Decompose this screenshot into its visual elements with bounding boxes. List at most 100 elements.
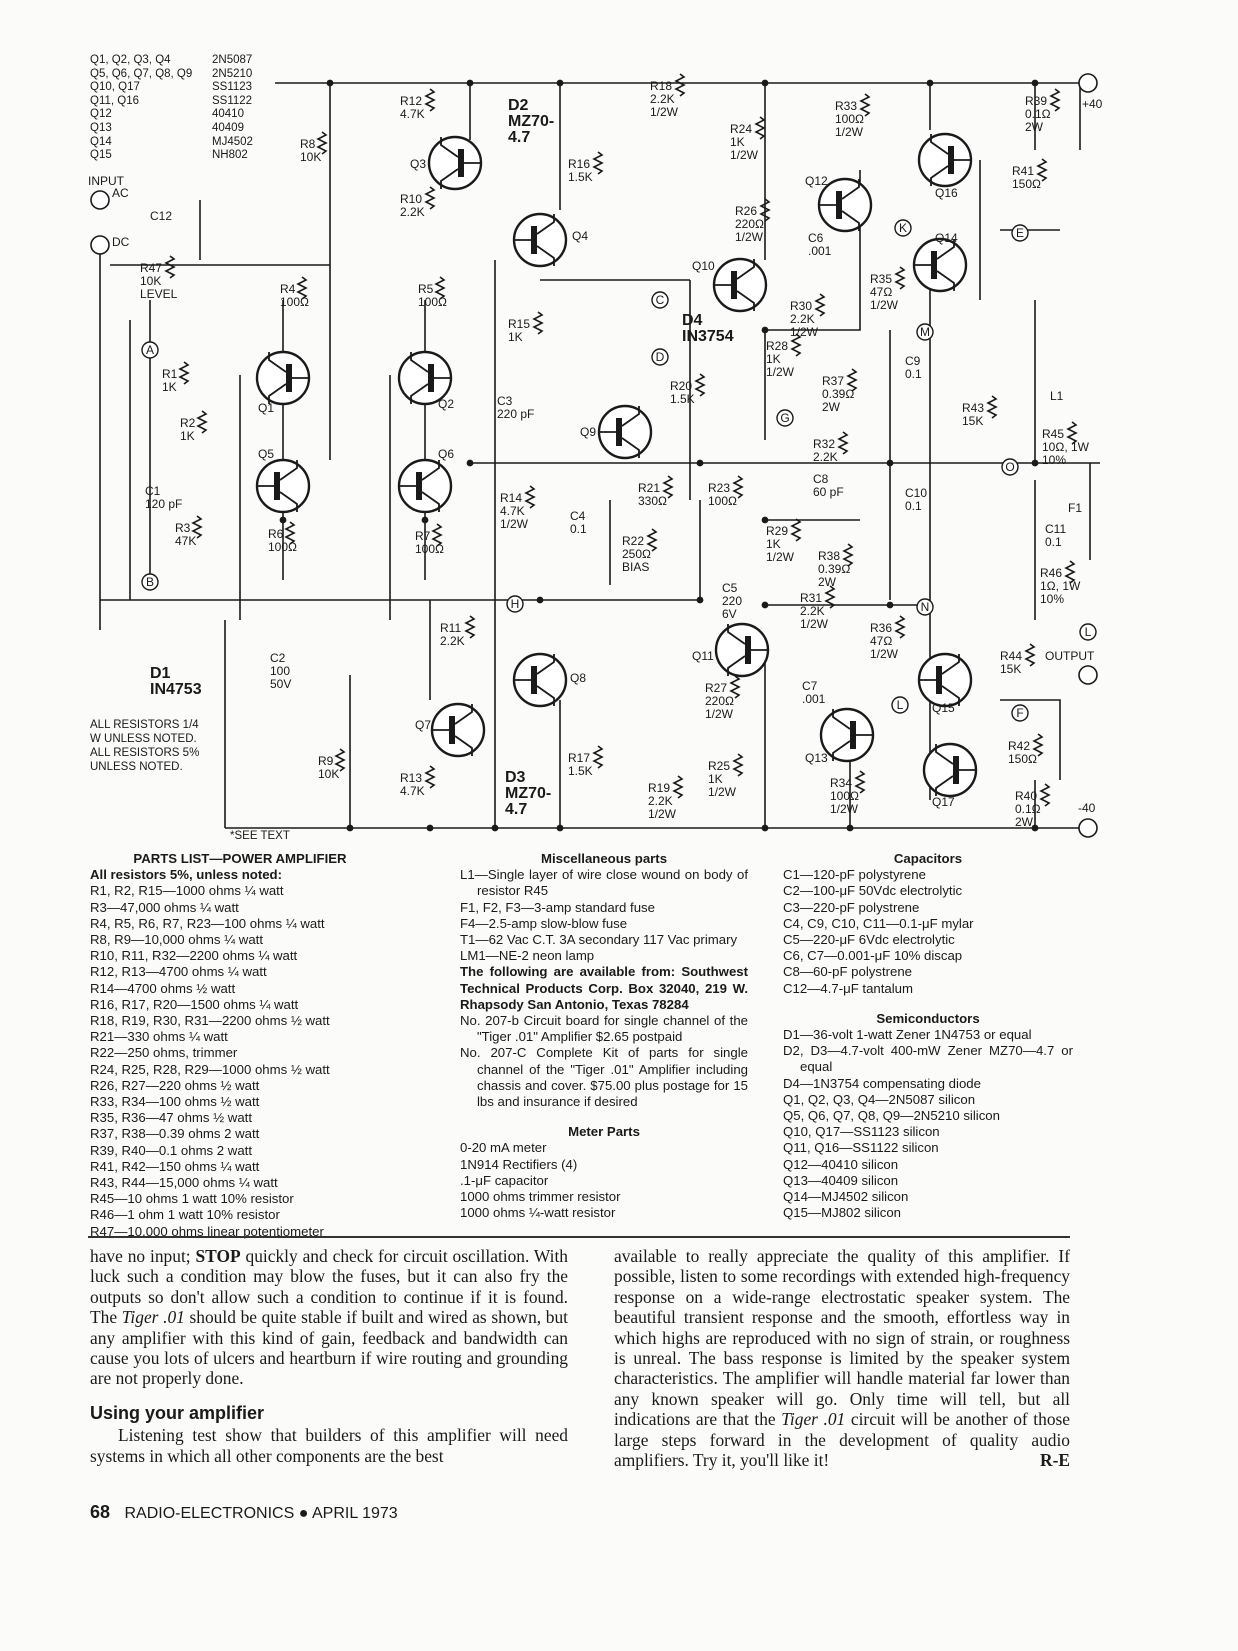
junction-dot <box>491 824 499 832</box>
junction-dot <box>421 516 429 524</box>
junction-dot <box>761 824 769 832</box>
test-point-marker <box>1079 623 1097 641</box>
component-label-line: R20 <box>670 379 692 393</box>
component-label-line: 2W <box>818 575 837 589</box>
transistor-type: SS1122 <box>212 94 253 107</box>
component-label-line: R47 <box>140 261 162 275</box>
resistor-symbol <box>1039 783 1051 807</box>
component-label-line: 2.2K <box>790 312 815 326</box>
component-label-line: R7 <box>415 529 431 543</box>
component-label-line: R16 <box>568 157 590 171</box>
component-label-line: C3 <box>497 394 513 408</box>
resistor-symbol <box>842 543 854 567</box>
component-label-line: R5 <box>418 282 434 296</box>
component-label-line: 1K <box>508 330 523 344</box>
component-label-line: R27 <box>705 681 727 695</box>
transistor-ids: Q1, Q2, Q3, Q4 <box>90 54 171 66</box>
component-label-line: D2 <box>508 97 529 114</box>
component-label: INPUT <box>88 174 125 188</box>
junction-dot <box>1031 459 1039 467</box>
component-label-line: R9 <box>318 754 334 768</box>
component-label-line: R26 <box>735 204 757 218</box>
component-label-line: 150Ω <box>1008 752 1037 766</box>
junction-dot <box>556 79 564 87</box>
component-label-line: BIAS <box>622 560 649 574</box>
parts-list-item: C3—220-pF polystrene <box>783 899 920 915</box>
component-label-line: C10 <box>905 486 927 500</box>
transistor-label: Q3 <box>410 157 426 171</box>
component-label-line: 2W <box>1025 120 1044 134</box>
resistor-symbol <box>424 186 436 210</box>
test-point-marker <box>651 291 669 309</box>
resistor-symbol <box>296 276 308 300</box>
junction-dot <box>761 516 769 524</box>
supplier-info: The following are available from: Southw… <box>460 964 748 1012</box>
transistor-symbol <box>597 404 653 460</box>
article-signature: R-E <box>1040 1450 1070 1471</box>
parts-list-item: 1N914 Rectifiers (4) <box>460 1156 578 1172</box>
component-label-line: 220Ω <box>735 217 764 231</box>
resistor-symbol <box>754 116 766 140</box>
component-label-line: 1/2W <box>650 105 679 119</box>
resistor-symbol <box>859 93 871 117</box>
parts-list-item: R18, R19, R30, R31—2200 ohms ½ watt <box>90 1013 330 1029</box>
component-label-line: 1/2W <box>870 647 899 661</box>
component-label-line: R34 <box>830 776 852 790</box>
article-paragraph: have no input; STOP quickly and check fo… <box>90 1246 569 1389</box>
component-label-line: R36 <box>870 621 892 635</box>
parts-list-item: C2—100-μF 50Vdc electrolytic <box>783 883 963 899</box>
transistor-symbol <box>917 132 973 188</box>
section-divider <box>88 1236 1070 1238</box>
parts-list-item: R43, R44—15,000 ohms ¼ watt <box>90 1175 278 1191</box>
terminal-icon <box>90 235 110 255</box>
test-point-label: M <box>920 325 930 339</box>
test-point-label: B <box>146 575 154 589</box>
parts-list-item: R26, R27—220 ohms ½ watt <box>90 1077 260 1093</box>
transistor-label: Q10 <box>692 259 715 273</box>
junction-dot <box>846 824 854 832</box>
transistor-label: Q14 <box>935 231 958 245</box>
component-label-line: R24 <box>730 122 752 136</box>
component-label-line: C2 <box>270 651 286 665</box>
component-label-line: 2.2K <box>648 794 673 808</box>
transistor-label: Q1 <box>258 401 274 415</box>
component-label-line: -40 <box>1078 801 1096 815</box>
parts-list-item: R4, R5, R6, R7, R23—100 ohms ¼ watt <box>90 915 325 931</box>
component-label-line: 4.7 <box>505 801 527 818</box>
component-label-line: 10K <box>318 767 339 781</box>
component-label-line: R28 <box>766 339 788 353</box>
transistor-symbol <box>255 458 311 514</box>
component-label-line: 10% <box>1040 592 1064 606</box>
terminal-icon <box>90 190 110 210</box>
component-label-line: 0.39Ω <box>822 387 854 401</box>
test-point-label: C <box>656 293 665 307</box>
junction-dot <box>279 516 287 524</box>
parts-list-item: 1000 ohms trimmer resistor <box>460 1189 621 1205</box>
junction-dot <box>761 79 769 87</box>
transistor-label: Q7 <box>415 718 431 732</box>
junction-dot <box>1031 79 1039 87</box>
component-label-line: R23 <box>708 481 730 495</box>
component-label: C6.001 <box>808 231 832 258</box>
junction-dot <box>761 326 769 334</box>
parts-list-title: PARTS LIST—POWER AMPLIFIER <box>133 851 347 866</box>
component-label-line: 10Ω, 1W <box>1042 440 1090 454</box>
component-label-line: R13 <box>400 771 422 785</box>
parts-list-item: Q15—MJ802 silicon <box>783 1205 902 1221</box>
